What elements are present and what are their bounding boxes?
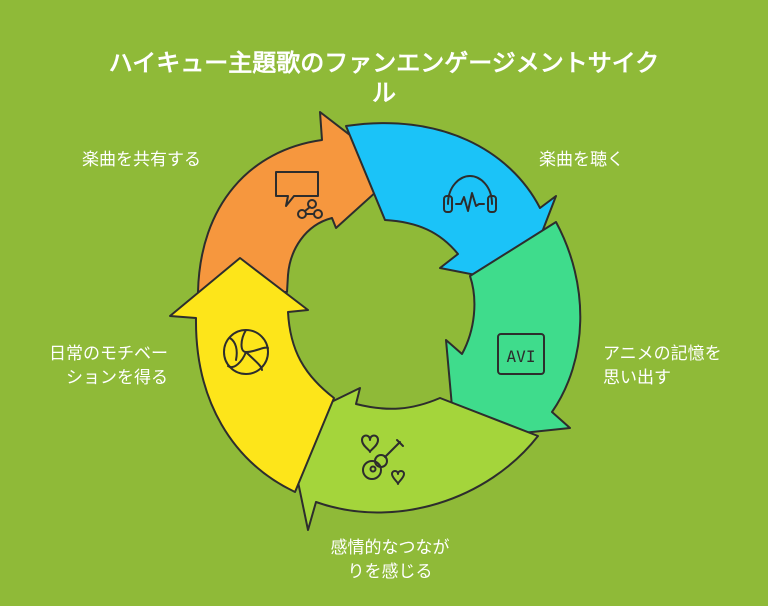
headphones-icon (443, 175, 497, 213)
guitar-hearts-icon (361, 434, 405, 485)
step-label-listen: 楽曲を聴く (539, 148, 624, 172)
step-label-memory-line-2: 思い出す (603, 368, 671, 388)
cycle-segment-share (197, 111, 399, 293)
step-label-motivation-line-1: 日常のモチベー (49, 344, 168, 364)
step-label-motivation: 日常のモチベー ションを得る (14, 342, 168, 390)
step-label-share-line-1: 楽曲を共有する (82, 150, 201, 170)
volleyball-icon (223, 329, 269, 375)
avi-file-icon: AVI (497, 333, 545, 375)
step-label-motivation-line-2: ションを得る (66, 368, 168, 388)
step-label-share: 楽曲を共有する (82, 148, 201, 172)
title-line-2: ル (372, 79, 396, 107)
step-label-emotion-line-1: 感情的なつなが (330, 538, 450, 558)
diagram-title: ハイキュー主題歌のファンエンゲージメントサイク ル (84, 48, 684, 108)
step-label-memory-line-1: アニメの記憶を (603, 344, 722, 364)
avi-icon-text: AVI (507, 347, 536, 366)
step-label-listen-line-1: 楽曲を聴く (539, 150, 624, 170)
cycle-segment-emotion (285, 387, 539, 531)
step-label-memory: アニメの記憶を 思い出す (603, 342, 722, 390)
step-label-emotion-line-2: りを感じる (347, 562, 433, 582)
cycle-segment-memory (445, 221, 582, 441)
step-label-emotion: 感情的なつなが りを感じる (310, 536, 470, 584)
share-chat-icon (275, 171, 323, 219)
title-line-1: ハイキュー主題歌のファンエンゲージメントサイク (108, 49, 660, 77)
cycle-segment-motivation (169, 257, 335, 493)
